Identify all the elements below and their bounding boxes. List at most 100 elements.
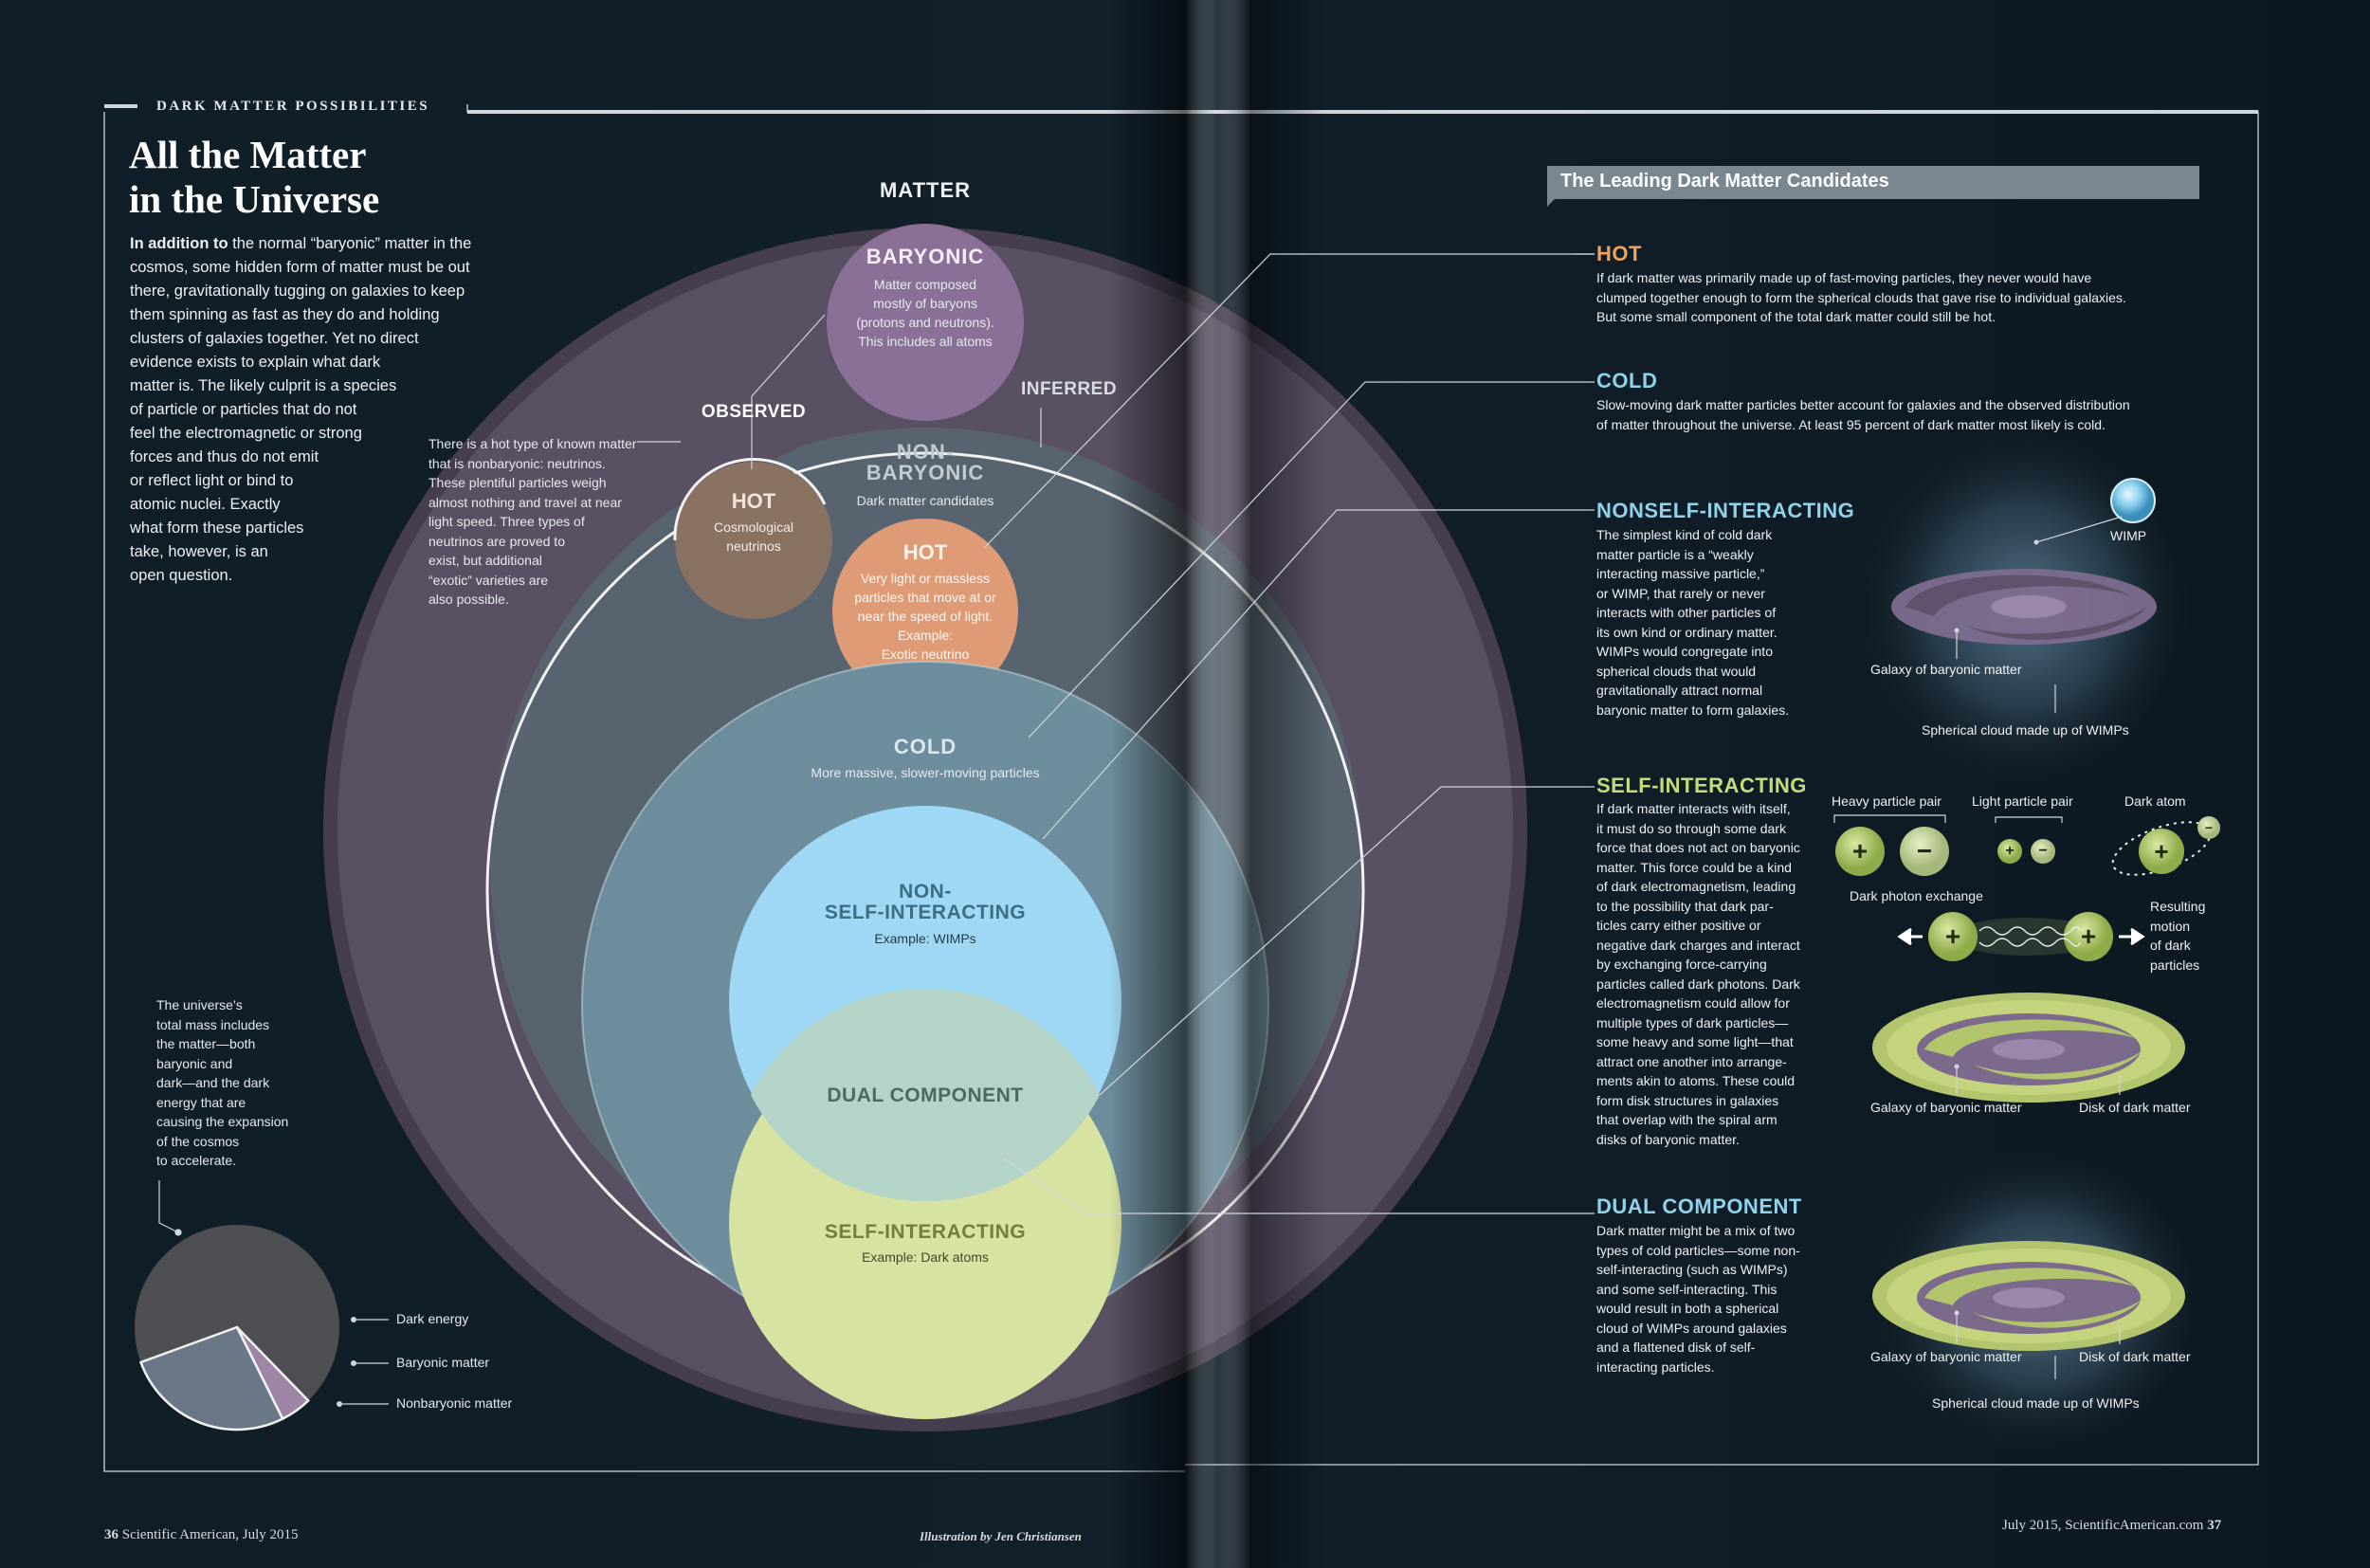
self-title: SELF-INTERACTING bbox=[824, 1221, 1027, 1243]
pie-note-line: the matter—both bbox=[156, 1036, 256, 1051]
intro-line: evidence exists to explain what dark bbox=[130, 354, 381, 371]
candidate-cold: COLD Slow-moving dark matter particles b… bbox=[1596, 369, 2203, 434]
candidate-self-line: attract one another into arrange- bbox=[1596, 1053, 1787, 1069]
pie-note-line: The universe’s bbox=[156, 997, 243, 1012]
nonself-cloud-label: Spherical cloud made up of WIMPs bbox=[1922, 722, 2129, 738]
candidate-self-line: electromagnetism could allow for bbox=[1596, 995, 1790, 1011]
connector-lines bbox=[637, 253, 1595, 1214]
pie-slice-nonbaryonic-matter bbox=[138, 1325, 284, 1431]
pie-note-line: to accelerate. bbox=[156, 1153, 237, 1168]
hot-dm-title: HOT bbox=[902, 540, 948, 564]
candidate-hot-line: But some small component of the total da… bbox=[1596, 309, 1996, 324]
heavy-minus-icon: − bbox=[1916, 836, 1933, 866]
intro-line: them spinning as fast as they do and hol… bbox=[130, 306, 440, 323]
pie-note-line: energy that are bbox=[156, 1094, 246, 1110]
nonbaryonic-sub: Dark matter candidates bbox=[856, 493, 994, 508]
hot-known-title: HOT bbox=[731, 489, 776, 513]
nonself-galaxy-label: Galaxy of baryonic matter bbox=[1870, 662, 2022, 677]
candidate-self-line: form disk structures in galaxies bbox=[1596, 1092, 1779, 1108]
pie-note-line: total mass includes bbox=[156, 1016, 270, 1032]
intro-paragraph: In addition to the normal “baryonic” mat… bbox=[130, 232, 509, 588]
candidate-self-line: matter. This force could be a kind bbox=[1596, 859, 1792, 875]
pie-note-line: baryonic and bbox=[156, 1055, 233, 1071]
resulting-motion-line: of dark bbox=[2150, 938, 2191, 953]
candidate-self-line: If dark matter interacts with itself, bbox=[1596, 801, 1791, 816]
candidate-dual-title: DUAL COMPONENT bbox=[1596, 1194, 1802, 1218]
candidate-nonself-line: matter particle is a “weakly bbox=[1596, 546, 1754, 562]
intro-line: what form these particles bbox=[130, 520, 304, 537]
candidate-hot-line: If dark matter was primarily made up of … bbox=[1596, 270, 2092, 285]
section-kicker: DARK MATTER POSSIBILITIES bbox=[156, 99, 430, 114]
heavy-minus-particle bbox=[1900, 827, 1949, 876]
intro-line: atomic nuclei. Exactly bbox=[130, 496, 281, 513]
baryonic-desc-line: This includes all atoms bbox=[858, 334, 993, 349]
pie-slice-dark-energy bbox=[134, 1225, 339, 1401]
inferred-label: INFERRED bbox=[1020, 379, 1118, 399]
neutrino-note-line: light speed. Three types of bbox=[428, 514, 585, 529]
candidate-nonself: NONSELF-INTERACTING The simplest kind of… bbox=[1596, 499, 1862, 720]
candidate-nonself-line: interacts with other particles of bbox=[1596, 605, 1777, 620]
baryonic-label: BARYONIC Matter composed mostly of baryo… bbox=[830, 245, 1020, 351]
page-title-line-1: All the Matter bbox=[129, 133, 367, 176]
dual-label: DUAL COMPONENT bbox=[827, 1085, 1024, 1106]
right-publication: July 2015, ScientificAmerican.com bbox=[2002, 1518, 2204, 1533]
hot-dm-label: HOT Very light or massless particles tha… bbox=[840, 540, 1011, 664]
candidate-self-title: SELF-INTERACTING bbox=[1596, 774, 1807, 797]
candidate-nonself-line: baryonic matter to form galaxies. bbox=[1596, 702, 1790, 718]
legend-dark-energy: Dark energy bbox=[396, 1311, 469, 1326]
hot-known-circle bbox=[675, 462, 832, 619]
candidate-self-body: If dark matter interacts with itself, it… bbox=[1596, 799, 1824, 1149]
self-label: SELF-INTERACTING Example: Dark atoms bbox=[802, 1221, 1048, 1267]
candidate-nonself-line: interacting massive particle,” bbox=[1596, 566, 1765, 581]
candidate-dual-line: Dark matter might be a mix of two bbox=[1596, 1223, 1796, 1238]
dual-disk-label: Disk of dark matter bbox=[2079, 1349, 2191, 1364]
candidate-self-line: some heavy and some light—that bbox=[1596, 1034, 1794, 1049]
candidate-self-line: multiple types of dark particles— bbox=[1596, 1014, 1789, 1030]
baryonic-circle bbox=[827, 224, 1024, 421]
neutrino-note-line: also possible. bbox=[428, 592, 509, 607]
photon-right-particle bbox=[2064, 912, 2113, 961]
hot-dm-circle bbox=[832, 519, 1018, 704]
candidate-dual-line: types of cold particles—some non- bbox=[1596, 1242, 1800, 1258]
candidate-dual-line: would result in both a spherical bbox=[1596, 1301, 1779, 1316]
candidate-nonself-line: its own kind or ordinary matter. bbox=[1596, 624, 1778, 640]
hot-known-desc: Cosmological neutrinos bbox=[676, 518, 831, 556]
intro-line: the normal “baryonic” matter in the bbox=[232, 235, 472, 252]
baryonic-desc-line: mostly of baryons bbox=[873, 296, 977, 311]
heavy-plus-particle bbox=[1835, 827, 1885, 876]
pie-note-line: dark—and the dark bbox=[156, 1075, 270, 1090]
neutrino-note: There is a hot type of known matter that… bbox=[428, 434, 647, 610]
candidate-dual-line: and some self-interacting. This bbox=[1596, 1281, 1778, 1297]
candidate-nonself-line: spherical clouds that would bbox=[1596, 663, 1757, 679]
cold-title: COLD bbox=[893, 735, 957, 758]
dual-galaxy-label: Galaxy of baryonic matter bbox=[1870, 1349, 2022, 1364]
candidate-self-line: of dark electromagnetism, leading bbox=[1596, 879, 1796, 894]
candidate-self-line: disks of baryonic matter. bbox=[1596, 1131, 1740, 1147]
candidate-cold-title: COLD bbox=[1596, 369, 1658, 392]
wimp-illustration bbox=[1858, 427, 2190, 787]
self-galaxy-label: Galaxy of baryonic matter bbox=[1870, 1100, 2022, 1115]
self-disk-label: Disk of dark matter bbox=[2079, 1100, 2191, 1115]
neutrino-note-line: There is a hot type of known matter bbox=[428, 436, 637, 451]
photon-right-plus-icon: + bbox=[2080, 921, 2097, 951]
right-page-heading: The Leading Dark Matter Candidates bbox=[1560, 171, 1889, 191]
pie-leaders bbox=[158, 1180, 389, 1405]
dark-atom-plus-icon: + bbox=[2154, 837, 2169, 866]
light-plus-icon: + bbox=[2005, 843, 2014, 859]
intro-line: or reflect light or bind to bbox=[130, 472, 294, 489]
observed-label: OBSERVED bbox=[701, 402, 807, 422]
page-frames bbox=[103, 104, 2259, 1472]
dual-cloud-label: Spherical cloud made up of WIMPs bbox=[1932, 1395, 2140, 1411]
candidate-cold-line: Slow-moving dark matter particles better… bbox=[1596, 397, 2130, 412]
dark-disk-galaxy bbox=[1872, 993, 2185, 1103]
neutrino-note-line: neutrinos are proved to bbox=[428, 533, 565, 549]
nonbaryonic-label: NON- BARYONIC Dark matter candidates bbox=[821, 442, 1030, 510]
hot-dm-line: Very light or massless bbox=[860, 571, 991, 586]
neutrino-note-line: These plentiful particles weigh bbox=[428, 475, 607, 490]
left-page-number: 36 bbox=[104, 1527, 118, 1542]
hot-known-line: Cosmological bbox=[713, 520, 794, 535]
intro-line: feel the electromagnetic or strong bbox=[130, 425, 362, 442]
dual-overlap bbox=[751, 988, 1100, 1202]
candidate-dual: DUAL COMPONENT Dark matter might be a mi… bbox=[1596, 1194, 1824, 1377]
